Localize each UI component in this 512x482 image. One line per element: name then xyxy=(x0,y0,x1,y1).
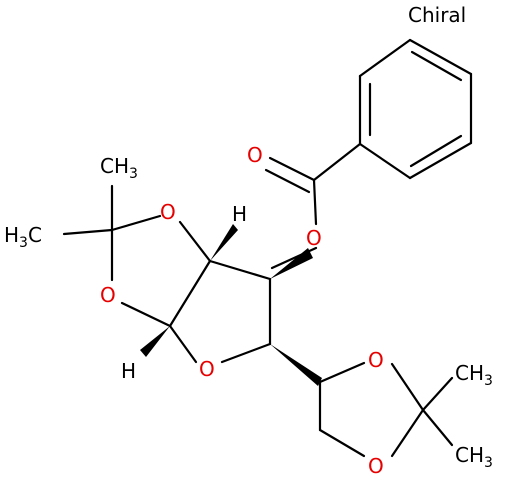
furanose-ring xyxy=(168,259,272,364)
atom-o-right-bottom: O xyxy=(368,454,384,478)
wedge-h-bottom xyxy=(140,326,170,357)
atom-h-top: H xyxy=(232,202,247,226)
methyl-right-top: CH3 xyxy=(455,361,493,389)
right-dioxolane xyxy=(318,361,454,458)
atom-o-ester: O xyxy=(306,226,322,250)
left-dioxolane xyxy=(62,184,212,328)
methyl-left-top: CH3 xyxy=(100,154,138,182)
atom-o-furanose: O xyxy=(199,357,215,381)
wedge-h-top xyxy=(210,224,238,261)
atom-h-bottom: H xyxy=(121,359,136,383)
methyl-left-side: H3C xyxy=(4,223,42,251)
atom-o-dioxolane-top: O xyxy=(160,200,176,224)
benzene-ring xyxy=(358,38,473,180)
methyl-right-bottom: CH3 xyxy=(455,443,493,471)
wedge-side-chain xyxy=(270,344,322,386)
atom-o-right-top: O xyxy=(368,348,384,372)
chirality-label: Chiral xyxy=(408,3,466,27)
atom-o-carbonyl: O xyxy=(247,143,263,167)
wedge-ester xyxy=(270,248,313,279)
atom-o-dioxolane-bottom: O xyxy=(100,283,116,307)
